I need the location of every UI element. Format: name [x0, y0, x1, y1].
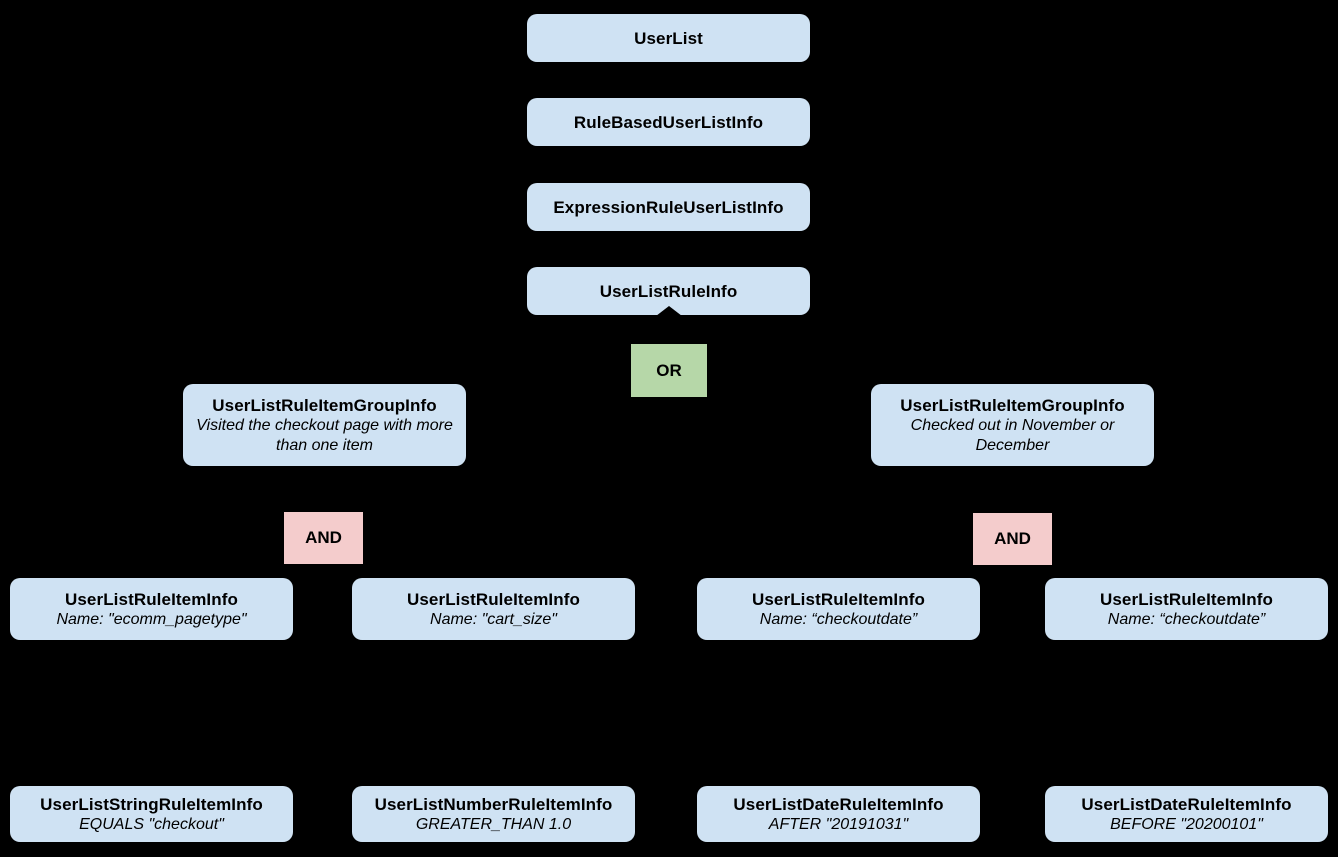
node-rule-item-group-right: UserListRuleItemGroupInfo Checked out in… [871, 384, 1154, 466]
node-date-rule-item-after: UserListDateRuleItemInfo AFTER "20191031… [697, 786, 980, 842]
node-title: UserList [634, 28, 703, 48]
node-rule-item-checkoutdate-after: UserListRuleItemInfo Name: “checkoutdate… [697, 578, 980, 640]
node-subtitle: Name: “checkoutdate” [1107, 610, 1266, 628]
and-operator-box-left: AND [284, 512, 363, 564]
node-subtitle: BEFORE "20200101" [1110, 815, 1263, 833]
node-title: UserListStringRuleItemInfo [40, 794, 263, 814]
node-subtitle: EQUALS "checkout" [79, 815, 224, 833]
node-string-rule-item: UserListStringRuleItemInfo EQUALS "check… [10, 786, 293, 842]
node-subtitle: GREATER_THAN 1.0 [415, 815, 572, 833]
node-title: UserListRuleItemGroupInfo [900, 395, 1125, 415]
node-title: UserListRuleItemInfo [752, 589, 925, 609]
node-title: UserListNumberRuleItemInfo [374, 794, 613, 814]
arrowhead-icon [656, 306, 682, 316]
node-userlist: UserList [527, 14, 810, 62]
arrowhead-icon [320, 377, 350, 387]
node-number-rule-item: UserListNumberRuleItemInfo GREATER_THAN … [352, 786, 635, 842]
or-operator-box: OR [631, 344, 707, 397]
node-title: UserListRuleItemInfo [407, 589, 580, 609]
node-expression-rule-user-list-info: ExpressionRuleUserListInfo [527, 183, 810, 231]
node-subtitle: Name: "ecomm_pagetype" [56, 610, 247, 628]
node-title: UserListRuleItemInfo [1100, 589, 1273, 609]
node-title: UserListRuleItemInfo [65, 589, 238, 609]
node-subtitle: Checked out in November or December [910, 416, 1115, 454]
node-subtitle: Name: “checkoutdate” [759, 610, 918, 628]
node-rule-item-checkoutdate-before: UserListRuleItemInfo Name: “checkoutdate… [1045, 578, 1328, 640]
node-title: ExpressionRuleUserListInfo [553, 197, 784, 217]
node-rule-item-ecomm-pagetype: UserListRuleItemInfo Name: "ecomm_pagety… [10, 578, 293, 640]
node-subtitle: AFTER "20191031" [768, 815, 909, 833]
node-rule-item-group-left: UserListRuleItemGroupInfo Visited the ch… [183, 384, 466, 466]
node-subtitle: Visited the checkout page with more than… [196, 416, 453, 454]
node-rule-based-user-list-info: RuleBasedUserListInfo [527, 98, 810, 146]
arrowhead-icon [980, 377, 1010, 387]
node-subtitle: Name: "cart_size" [430, 610, 557, 628]
node-title: UserListDateRuleItemInfo [733, 794, 944, 814]
node-rule-item-cart-size: UserListRuleItemInfo Name: "cart_size" [352, 578, 635, 640]
node-date-rule-item-before: UserListDateRuleItemInfo BEFORE "2020010… [1045, 786, 1328, 842]
node-title: UserListRuleItemGroupInfo [212, 395, 437, 415]
node-title: RuleBasedUserListInfo [573, 112, 764, 132]
node-title: UserListRuleInfo [599, 281, 738, 301]
node-title: UserListDateRuleItemInfo [1081, 794, 1292, 814]
and-operator-box-right: AND [973, 513, 1052, 565]
